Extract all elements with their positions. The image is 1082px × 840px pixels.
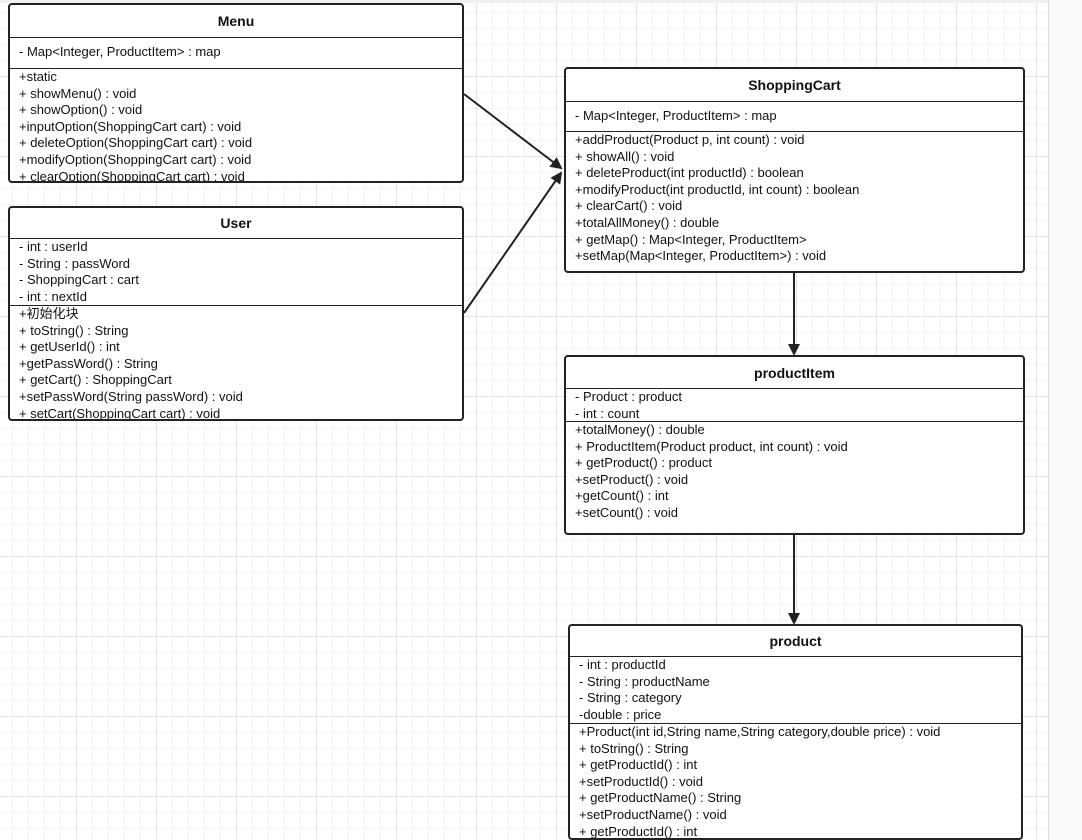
productitem-class[interactable]: productItem - Product : product- int : c… (564, 355, 1025, 535)
method-row: +Product(int id,String name,String categ… (579, 724, 941, 739)
method-row: + clearCart() : void (575, 198, 683, 214)
method-row: + getProductId() : int (579, 823, 698, 839)
attributes-section: - int : productId- String : productName-… (570, 657, 1021, 724)
class-name: User (10, 208, 462, 239)
method-row: + deleteOption(ShoppingCart cart) : void (19, 135, 253, 151)
attribute-row: - ShoppingCart : cart (19, 272, 139, 288)
method-row: +static (19, 69, 57, 84)
attributes-section: - int : userId- String : passWord- Shopp… (10, 239, 462, 306)
attribute-row: - String : passWord (19, 255, 131, 271)
method-row: + getProductId() : int (579, 757, 698, 773)
attribute-row: -double : price (579, 706, 662, 722)
canvas-right-panel (1048, 0, 1082, 840)
menu-class[interactable]: Menu - Map<Integer, ProductItem> : map +… (8, 3, 464, 183)
method-row: + showMenu() : void (19, 85, 137, 101)
attribute-row: - String : productName (579, 673, 710, 689)
method-row: +inputOption(ShoppingCart cart) : void (19, 118, 242, 134)
class-name: productItem (566, 357, 1023, 389)
shoppingcart-class[interactable]: ShoppingCart - Map<Integer, ProductItem>… (564, 67, 1025, 273)
method-row: +setProductId() : void (579, 773, 703, 789)
canvas-top-border (0, 0, 1048, 3)
method-row: +modifyProduct(int productId, int count)… (575, 181, 860, 197)
methods-section: +static+ showMenu() : void+ showOption()… (10, 69, 462, 183)
methods-section: +totalMoney() : double+ ProductItem(Prod… (566, 422, 1023, 522)
method-row: +setPassWord(String passWord) : void (19, 388, 243, 404)
method-row: + showAll() : void (575, 148, 675, 164)
attributes-section: - Map<Integer, ProductItem> : map (566, 102, 1023, 132)
methods-section: +Product(int id,String name,String categ… (570, 724, 1021, 839)
method-row: + getProduct() : product (575, 455, 712, 471)
method-row: + setCart(ShoppingCart cart) : void (19, 405, 221, 421)
attribute-row: - int : userId (19, 239, 88, 254)
method-row: + toString() : String (19, 322, 129, 338)
method-row: + clearOption(ShoppingCart cart) : void (19, 168, 245, 183)
class-name: ShoppingCart (566, 69, 1023, 102)
attributes-section: - Map<Integer, ProductItem> : map (10, 38, 462, 69)
attribute-row: - Product : product (575, 389, 682, 404)
method-row: + toString() : String (579, 740, 689, 756)
method-row: + getProductName() : String (579, 790, 742, 806)
method-row: + getMap() : Map<Integer, ProductItem> (575, 231, 807, 247)
method-row: +初始化块 (19, 306, 79, 321)
methods-section: +初始化块+ toString() : String+ getUserId() … (10, 306, 462, 421)
class-name: Menu (10, 5, 462, 38)
user-class[interactable]: User - int : userId- String : passWord- … (8, 206, 464, 421)
method-row: +setProduct() : void (575, 471, 689, 487)
class-name: product (570, 626, 1021, 657)
attribute-row: - String : category (579, 690, 682, 706)
menu-to-shoppingcart-arrow[interactable] (463, 93, 563, 170)
attributes-section: - Product : product- int : count (566, 389, 1023, 422)
method-row: +totalMoney() : double (575, 422, 705, 437)
method-row: + ProductItem(Product product, int count… (575, 438, 848, 454)
method-row: +getCount() : int (575, 488, 669, 504)
attribute-row: - int : count (575, 405, 640, 421)
attribute-row: - Map<Integer, ProductItem> : map (575, 108, 777, 123)
attribute-row: - int : productId (579, 657, 666, 672)
method-row: +setMap(Map<Integer, ProductItem>) : voi… (575, 248, 827, 264)
method-row: + getUserId() : int (19, 339, 120, 355)
attribute-row: - int : nextId (19, 288, 87, 304)
method-row: +setCount() : void (575, 504, 678, 520)
method-row: + deleteProduct(int productId) : boolean (575, 165, 804, 181)
methods-section: +addProduct(Product p, int count) : void… (566, 132, 1023, 265)
user-to-shoppingcart-arrow[interactable] (463, 171, 563, 314)
method-row: +modifyOption(ShoppingCart cart) : void (19, 151, 252, 167)
method-row: +addProduct(Product p, int count) : void (575, 132, 805, 147)
method-row: +totalAllMoney() : double (575, 214, 720, 230)
attribute-row: - Map<Integer, ProductItem> : map (19, 44, 221, 59)
method-row: + getCart() : ShoppingCart (19, 372, 172, 388)
method-row: +getPassWord() : String (19, 355, 158, 371)
method-row: + showOption() : void (19, 102, 143, 118)
method-row: +setProductName() : void (579, 806, 727, 822)
product-class[interactable]: product - int : productId- String : prod… (568, 624, 1023, 840)
